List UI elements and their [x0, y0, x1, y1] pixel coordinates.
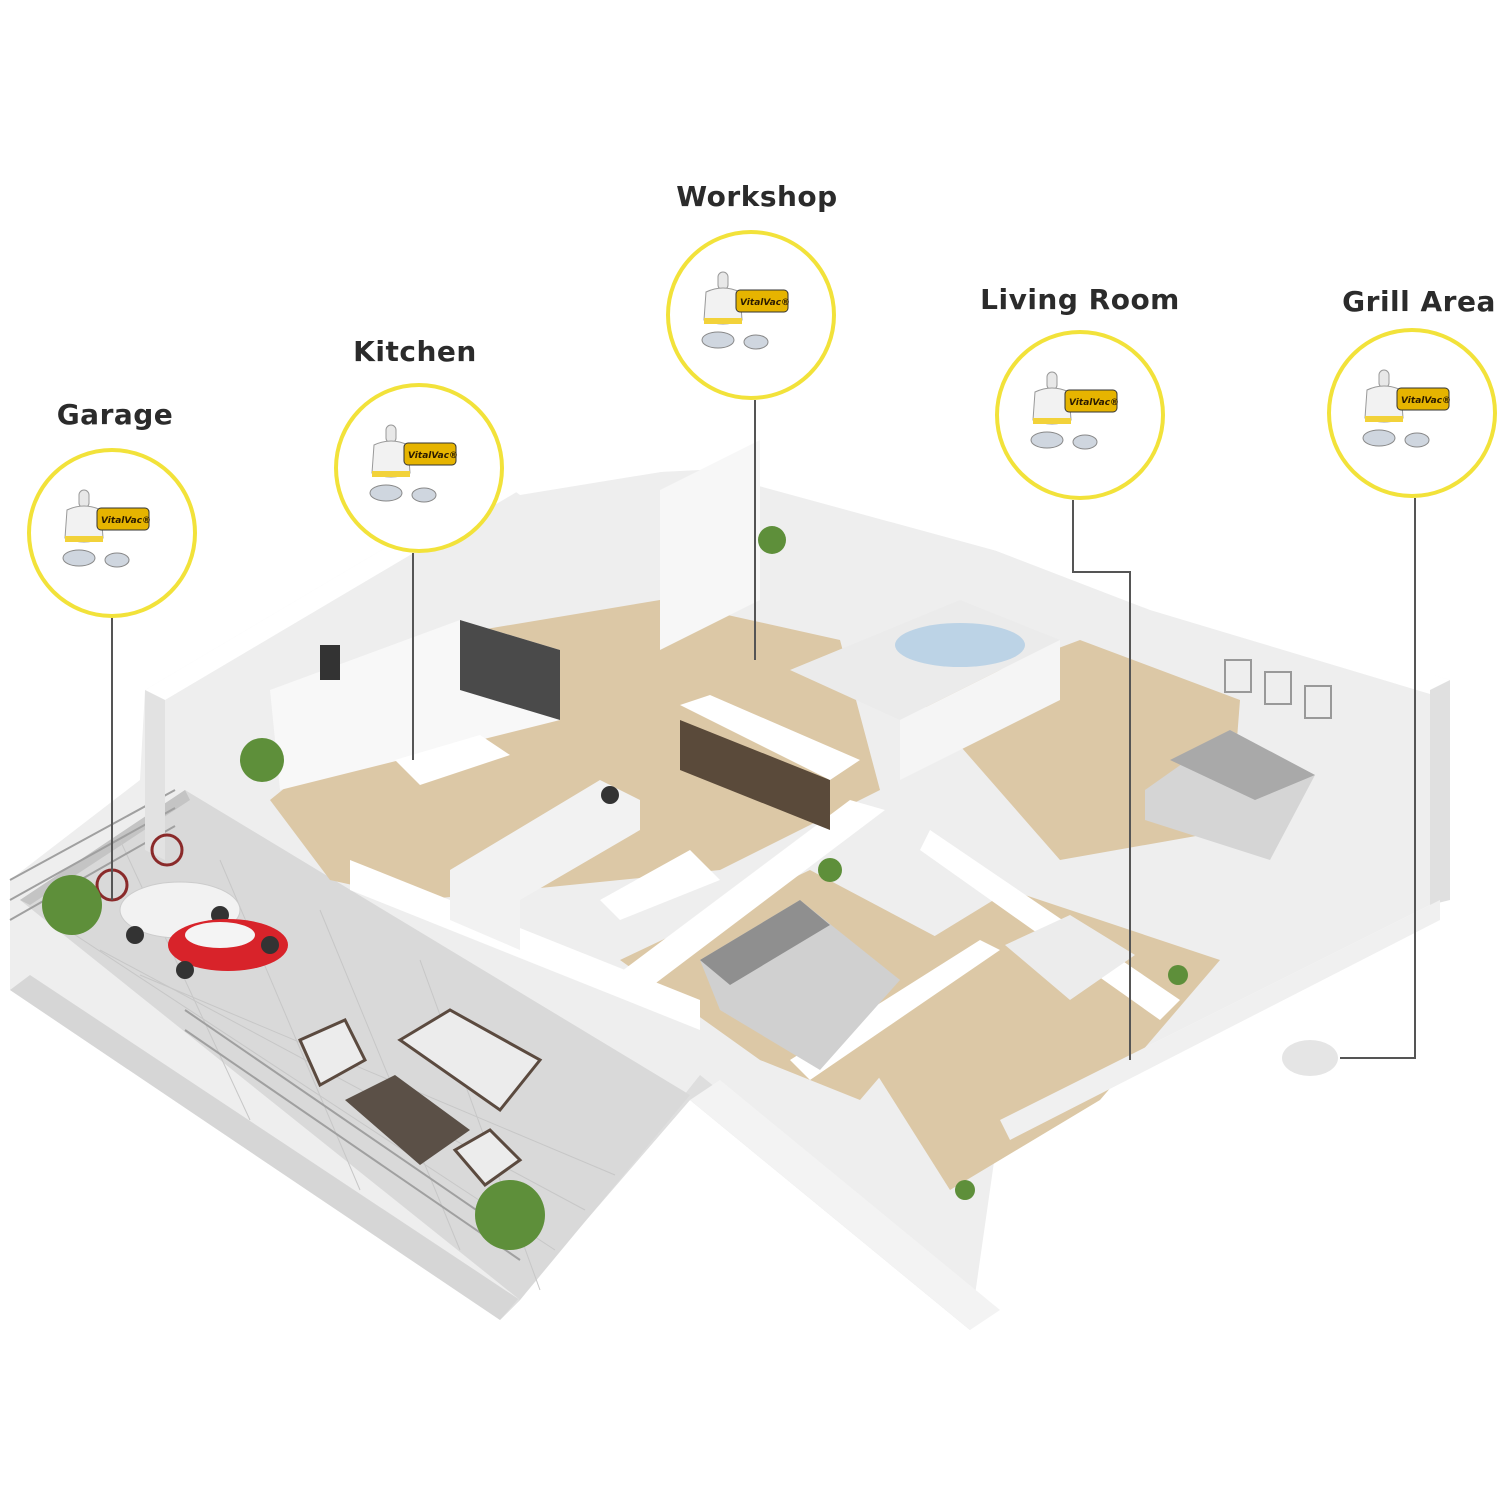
vitalvac-sensor-kit-icon: VitalVac®: [1030, 371, 1119, 450]
bookshelf: [680, 695, 860, 830]
callout-workshop: VitalVac®: [666, 230, 836, 400]
svg-text:VitalVac®: VitalVac®: [1069, 398, 1119, 408]
living-sofa: [450, 780, 720, 950]
patio-furniture: [298, 1008, 543, 1188]
callout-grill-area: VitalVac®: [1327, 328, 1497, 498]
red-car: [168, 919, 288, 979]
master-bedroom-bed: [1145, 659, 1332, 860]
svg-text:VitalVac®: VitalVac®: [1401, 396, 1451, 406]
vitalvac-sensor-kit-icon: VitalVac®: [1362, 369, 1451, 448]
label-workshop: Workshop: [676, 180, 838, 213]
callout-kitchen: VitalVac®: [334, 383, 504, 553]
second-bedroom-bed: [700, 900, 1135, 1070]
grill-area-marker: [1282, 1040, 1338, 1076]
callout-connectors: [111, 400, 1416, 1060]
label-grill-area: Grill Area: [1342, 285, 1496, 318]
label-kitchen: Kitchen: [353, 335, 477, 368]
svg-text:VitalVac®: VitalVac®: [101, 516, 151, 526]
potted-plants: [42, 526, 1188, 1250]
kitchen: [240, 620, 560, 790]
callout-living-room: VitalVac®: [995, 330, 1165, 500]
label-living-room: Living Room: [980, 283, 1180, 316]
interior-walls: [145, 440, 1450, 1330]
vitalvac-sensor-kit-icon: VitalVac®: [701, 271, 790, 350]
vitalvac-sensor-kit-icon: VitalVac®: [369, 424, 458, 503]
label-garage: Garage: [56, 398, 174, 431]
svg-text:VitalVac®: VitalVac®: [408, 451, 458, 461]
vitalvac-sensor-kit-icon: VitalVac®: [62, 489, 151, 568]
callout-garage: VitalVac®: [27, 448, 197, 618]
bathroom: [790, 600, 1060, 780]
bike-wheel: [150, 833, 184, 867]
svg-text:VitalVac®: VitalVac®: [740, 298, 790, 308]
